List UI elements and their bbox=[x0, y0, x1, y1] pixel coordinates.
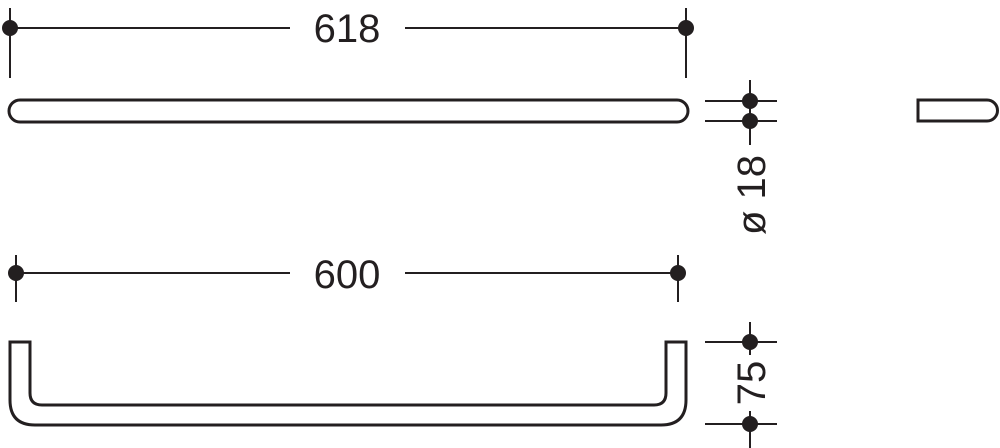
dimension-label-600: 600 bbox=[314, 253, 381, 297]
dimension-diameter: ø 18 bbox=[705, 80, 777, 235]
grab-bar-front-view bbox=[8, 340, 688, 427]
dimension-label-75: 75 bbox=[730, 361, 774, 406]
dimension-label-618: 618 bbox=[314, 7, 381, 51]
grab-bar-top-view bbox=[7, 98, 690, 124]
grab-bar-end-view bbox=[916, 98, 999, 123]
dimension-overall-length: 618 bbox=[2, 7, 694, 78]
dimension-center-distance: 600 bbox=[8, 253, 686, 302]
dimension-label-diameter: ø 18 bbox=[730, 155, 774, 235]
dimension-projection: 75 bbox=[705, 322, 777, 448]
